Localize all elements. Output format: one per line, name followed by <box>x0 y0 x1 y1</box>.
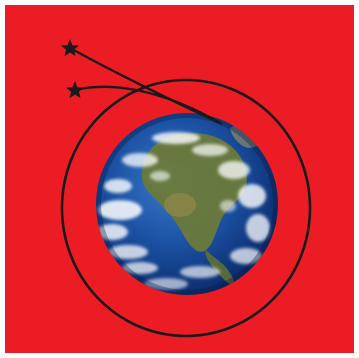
earth <box>96 113 278 295</box>
